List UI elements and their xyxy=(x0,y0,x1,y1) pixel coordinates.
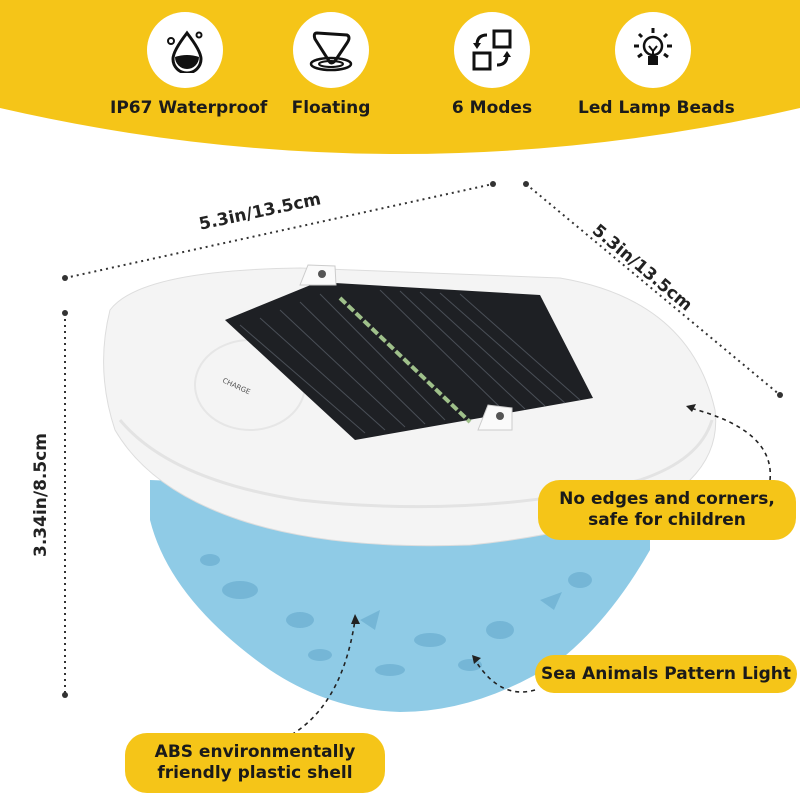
floating-icon xyxy=(293,12,369,88)
feature-led: Led Lamp Beads xyxy=(578,12,735,118)
feature-label: Led Lamp Beads xyxy=(578,98,735,118)
width-dimension-line xyxy=(64,183,494,279)
sea-animal-pattern xyxy=(200,554,592,676)
light-bulb-icon xyxy=(615,12,691,88)
callout-sea-animals: Sea Animals Pattern Light xyxy=(535,655,797,693)
callout-no-edges: No edges and corners, safe for children xyxy=(538,480,796,540)
depth-dimension-line xyxy=(525,183,781,396)
modes-cycle-icon xyxy=(454,12,530,88)
height-dimension-label: 3.34in/8.5cm xyxy=(31,433,51,557)
water-drop-icon xyxy=(147,12,223,88)
callout-abs-shell: ABS environmentally friendly plastic she… xyxy=(125,733,385,793)
feature-modes: 6 Modes xyxy=(417,12,567,118)
feature-label: Floating xyxy=(291,98,371,118)
solar-panel xyxy=(225,282,593,440)
feature-label: IP67 Waterproof xyxy=(110,98,268,118)
feature-floating: Floating xyxy=(256,12,406,118)
feature-waterproof: IP67 Waterproof xyxy=(110,12,268,118)
feature-label: 6 Modes xyxy=(451,98,533,118)
